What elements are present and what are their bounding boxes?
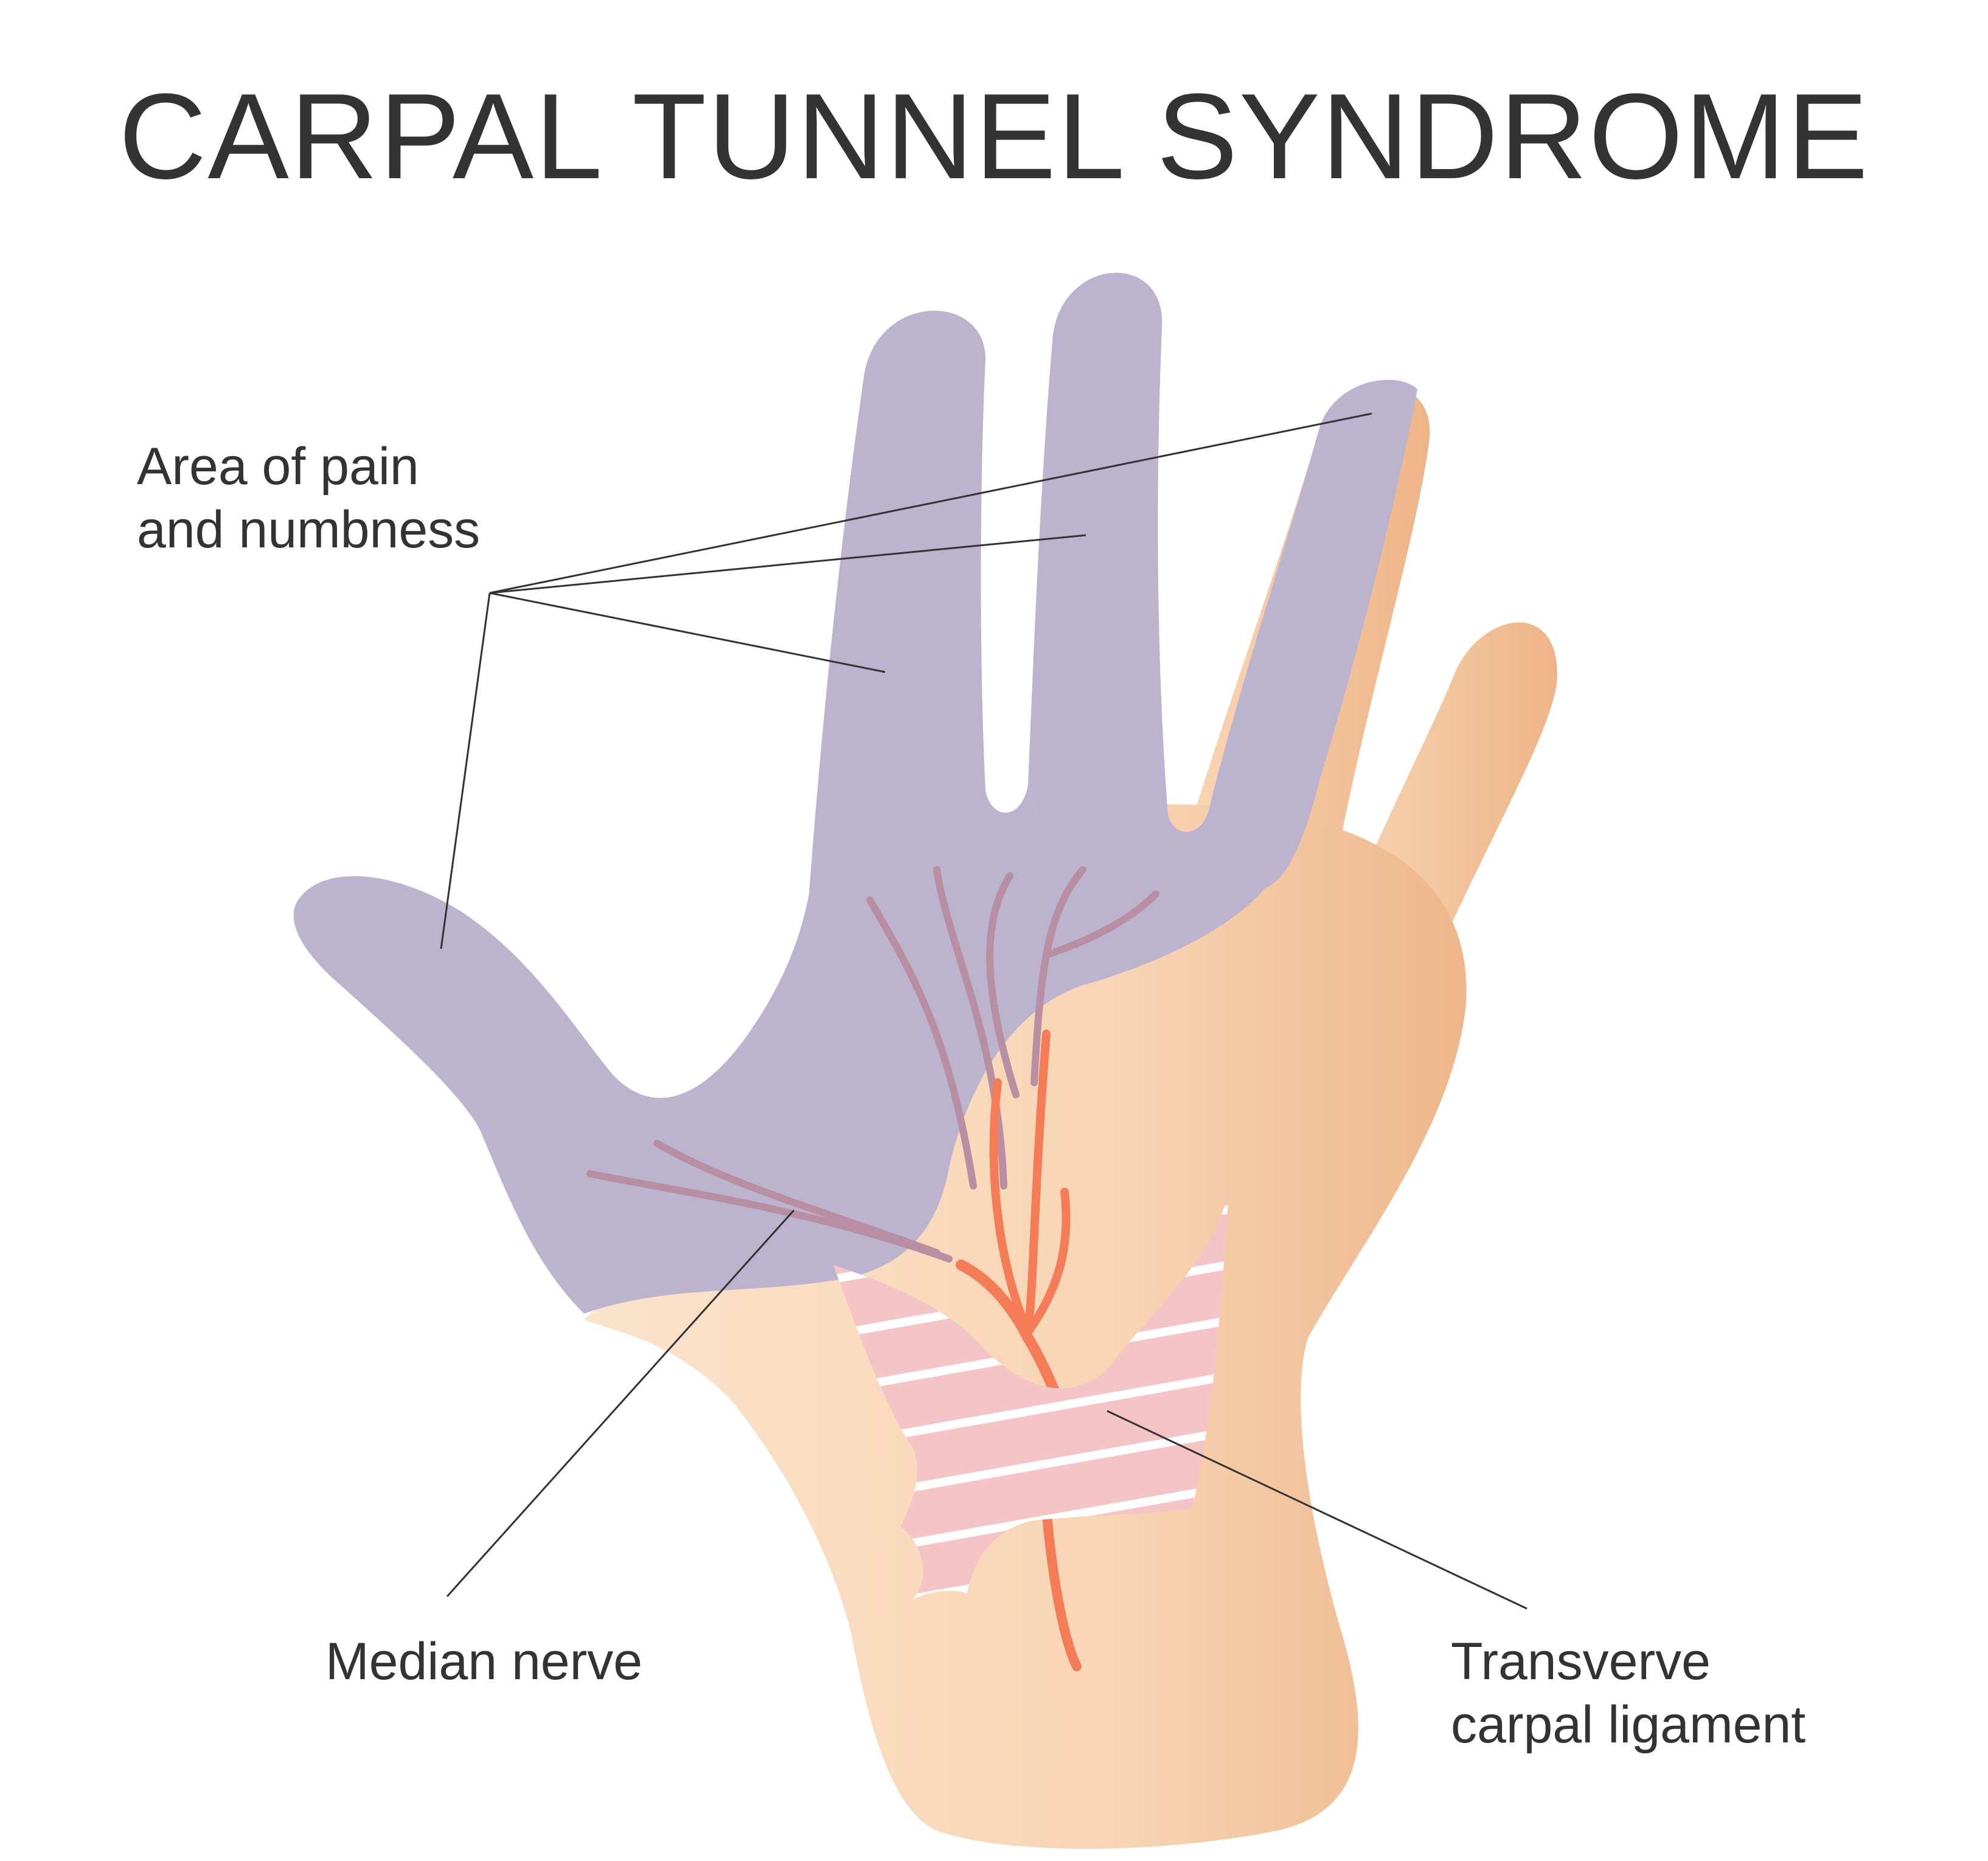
numb-index-finger — [809, 310, 1058, 894]
label-median-nerve: Median nerve — [325, 1630, 642, 1693]
leader-pain-hub-index — [489, 592, 886, 673]
nerve-branch-2 — [933, 866, 1007, 1190]
leader-ligament — [1107, 1410, 1527, 1610]
leader-pain-hub-ring — [489, 412, 1372, 594]
leader-lines — [440, 412, 1527, 1610]
palm-nerves — [586, 866, 1159, 1263]
nerve-branch-7 — [586, 1170, 953, 1263]
label-pain-line1: Area of pain — [137, 437, 419, 496]
numb-ring-finger — [1211, 379, 1417, 894]
transverse-carpal-ligament — [833, 1192, 1229, 1599]
leader-median — [446, 1209, 795, 1598]
numb-area — [293, 272, 1417, 1314]
numb-middle-finger — [1028, 272, 1241, 894]
median-nerve-branch-b — [1024, 1030, 1051, 1336]
label-ligament-line2: carpal ligament — [1451, 1696, 1806, 1754]
median-nerve-lower — [1041, 1503, 1082, 1671]
leader-pain-hub-thumb — [440, 592, 491, 949]
median-nerve-branch-a — [989, 1078, 1032, 1336]
leader-pain-hub-middle — [489, 534, 1086, 594]
nerve-branch-5 — [1043, 890, 1159, 958]
nerve-branch-1 — [866, 896, 977, 1190]
label-median-line1: Median nerve — [325, 1632, 643, 1691]
page-title: CARPAL TUNNEL SYNDROME — [119, 69, 1869, 204]
nerve-branch-3 — [986, 872, 1020, 1098]
median-nerve-branch-c — [1024, 1188, 1071, 1336]
numb-thumb-palm — [293, 876, 1265, 1314]
label-ligament-line1: Transverve — [1451, 1632, 1711, 1691]
label-area-of-pain: Area of pain and numbness — [137, 435, 480, 561]
label-transverse-carpal-ligament: Transverve carpal ligament — [1451, 1630, 1806, 1756]
label-pain-line2: and numbness — [137, 501, 481, 559]
